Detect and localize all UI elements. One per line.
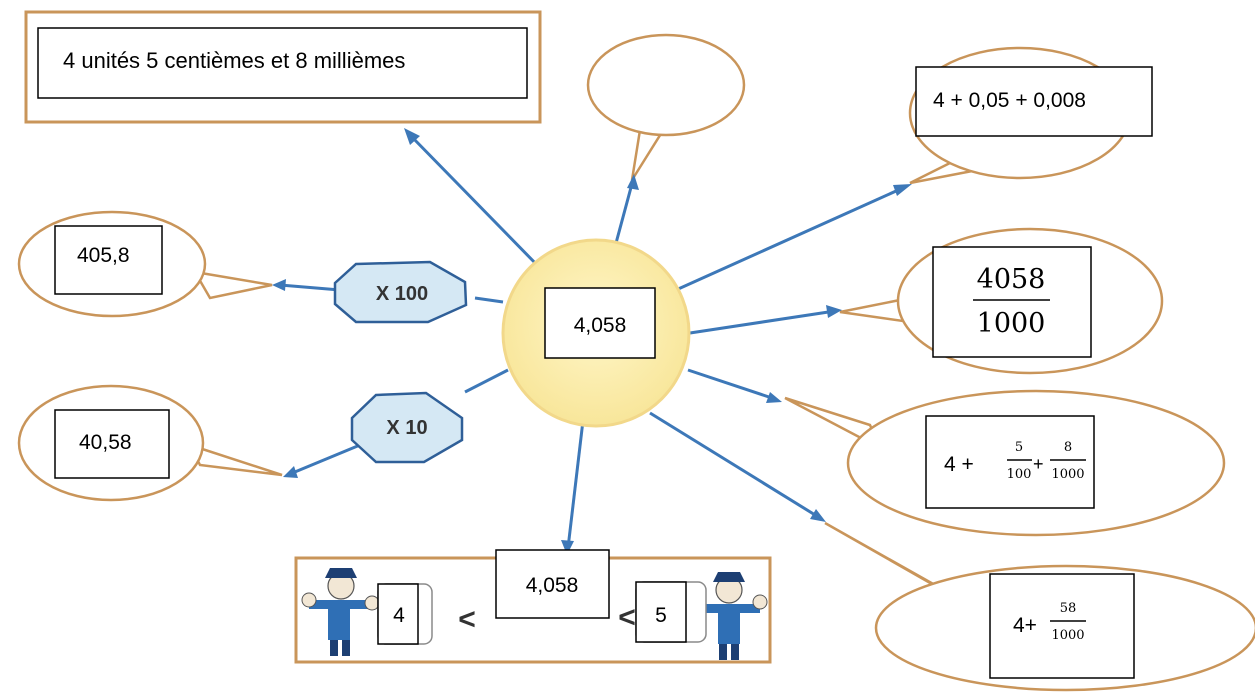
policeman-left-illustration [301,568,380,656]
fraction-denominator: 1000 [977,308,1046,339]
times100-operator: X 100 [333,260,468,324]
times10-answer: 40,58 [54,409,170,479]
fraction-numerator: 4058 [977,264,1046,295]
empty-speech-bubble [586,33,746,181]
sum-fractions-answer-box [925,415,1095,509]
times100-answer-box [54,225,163,295]
arrows [272,128,912,555]
mixed-numerator: 58 [1060,601,1077,616]
sum-fractions-den2: 1000 [1051,467,1084,482]
mixed-prefix: 4+ [1013,614,1037,637]
arrow-x10-head [283,466,298,478]
sum-fractions-den1: 100 [1007,467,1032,482]
arrow-to-fraction [689,309,836,335]
arrow-x100-head [272,279,286,291]
lower-bound-box [377,583,419,645]
center-value: 4,058 [574,314,627,337]
arrow-to-words-head [404,128,420,145]
arrow-to-words [408,133,542,270]
upper-bound-box [635,581,687,643]
arrow-to-sum-decimal-head [893,184,912,196]
fraction-answer-box [932,246,1092,358]
framed-value: 4,058 [526,574,579,597]
fraction-answer: 4058 1000 [932,246,1092,358]
sum-fractions-answer: 4 + 5 100 + 8 1000 [925,415,1095,509]
center-value-box [544,287,656,359]
arrow-to-sum-fractions [687,368,776,401]
arrow-to-framing-head [561,540,574,555]
sum-decimal-answer-text: 4 + 0,05 + 0,008 [933,89,1086,112]
lower-bound: 4 [393,604,405,627]
arrow-to-empty-bubble-head [627,174,639,190]
arrow-to-fraction-head [826,305,842,318]
policeman-right-illustration [689,572,768,660]
arrow-to-mixed-head [810,509,826,522]
times10-label: X 10 [386,417,427,439]
sum-decimal-answer-box [915,66,1153,137]
center-number: 4,058 [501,238,691,428]
upper-bound: 5 [655,604,667,627]
sum-fractions-plus: + [1033,454,1044,474]
words-answer: 4 unités 5 centièmes et 8 millièmes [37,27,528,99]
times10-answer-box [54,409,170,479]
sum-fractions-prefix: 4 + [944,453,974,476]
arrow-x100-to-result [279,283,341,292]
words-answer-text: 4 unités 5 centièmes et 8 millièmes [63,48,405,73]
times10-answer-text: 40,58 [79,431,132,454]
times100-answer: 405,8 [54,225,163,295]
less-than-1: < [458,603,476,636]
arrow-center-to-x100 [474,296,504,304]
words-answer-box [37,27,528,99]
framed-value-box [495,549,610,619]
arrow-to-mixed [649,411,821,520]
less-than-2: < [618,601,636,634]
mixed-answer: 4+ 58 1000 [989,573,1135,679]
times100-answer-text: 405,8 [77,244,130,267]
mixed-answer-box [989,573,1135,679]
arrow-center-to-x10 [464,368,509,394]
mixed-denominator: 1000 [1051,628,1084,643]
framing-row: 4 < 4,058 < 5 [301,549,768,660]
arrow-to-framing [566,411,586,549]
arrow-to-sum-fractions-head [766,392,782,403]
arrow-x10-to-result [289,443,361,476]
sum-fractions-num2: 8 [1064,440,1072,455]
times10-operator: X 10 [350,391,464,464]
sum-decimal-answer: 4 + 0,05 + 0,008 [915,66,1153,137]
arrow-to-sum-decimal [675,185,906,292]
sum-fractions-num1: 5 [1015,440,1023,455]
times100-label: X 100 [376,283,428,305]
